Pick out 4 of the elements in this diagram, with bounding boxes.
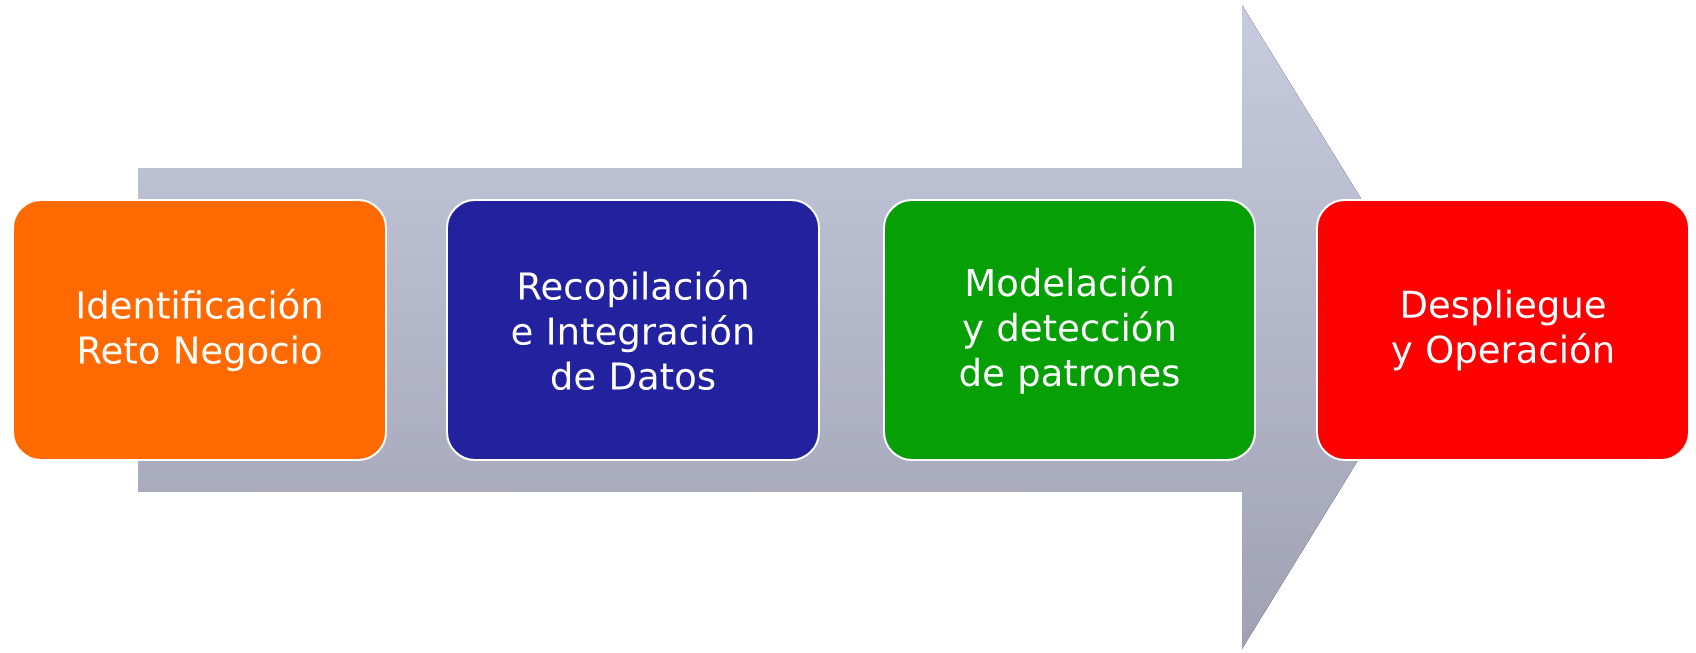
step-box: Modelación y detección de patrones — [883, 199, 1256, 461]
step-box: Identificación Reto Negocio — [12, 199, 387, 461]
step-box: Despliegue y Operación — [1316, 199, 1690, 461]
step-box: Recopilación e Integración de Datos — [446, 199, 820, 461]
